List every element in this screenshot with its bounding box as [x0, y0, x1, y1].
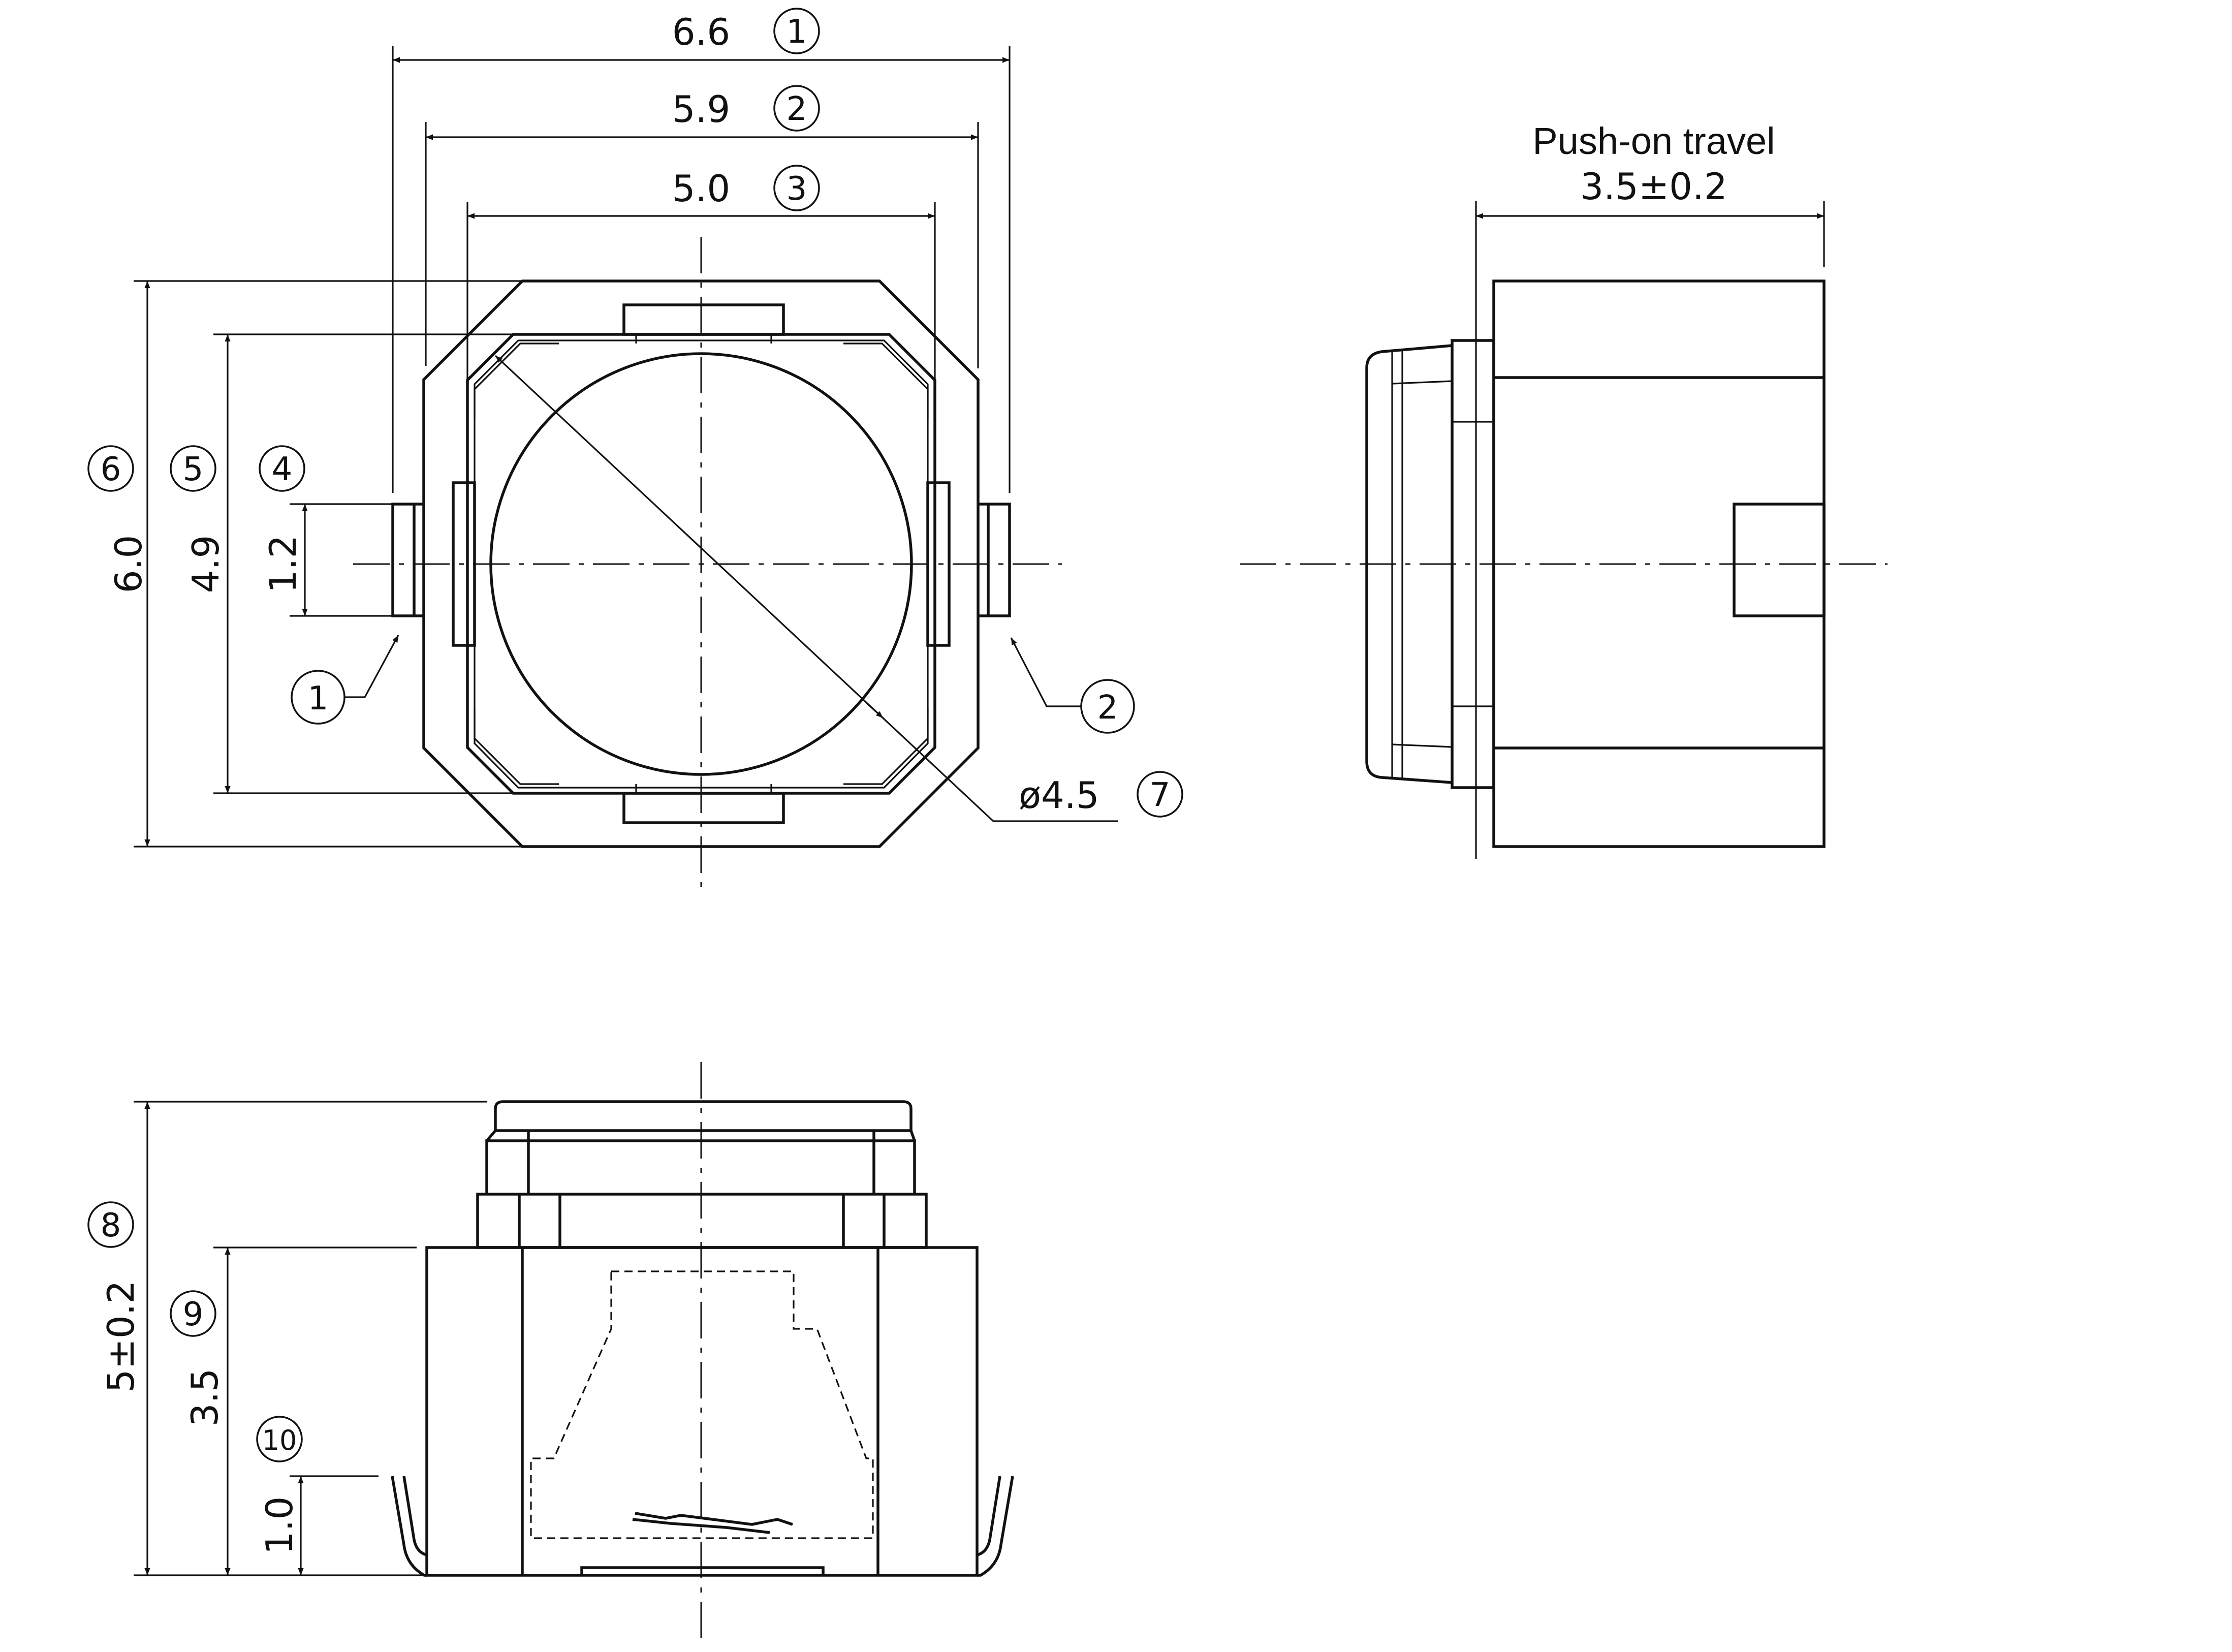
- corner-bracket: [474, 708, 559, 785]
- diameter-leader: [494, 355, 994, 822]
- push-on-travel-value: 3.5±0.2: [1580, 165, 1727, 208]
- terminal-label-2: 2: [1097, 689, 1118, 727]
- callout-4: 4: [272, 451, 293, 488]
- dim-4-9: 4.9: [184, 535, 227, 594]
- corner-bracket: [843, 708, 929, 785]
- right-side-view: Push-on travel 3.5±0.2: [1240, 120, 1888, 859]
- terminal-2: [987, 503, 1011, 617]
- dim-3-5: 3.5: [183, 1368, 226, 1427]
- dim-1-2: 1.2: [262, 535, 304, 594]
- front-internal-hidden: [530, 1270, 874, 1539]
- callout-7: 7: [1150, 776, 1171, 814]
- callout-1: 1: [787, 13, 807, 51]
- front-base-step: [580, 1566, 825, 1575]
- callout-3: 3: [787, 170, 807, 208]
- top-view-bottom-tab: [622, 792, 785, 824]
- callout-10: 10: [262, 1424, 297, 1456]
- dim-1-0: 1.0: [258, 1497, 301, 1555]
- front-left-terminal: [391, 1476, 427, 1577]
- top-view-top-tab: [622, 303, 785, 336]
- front-view: [391, 1062, 1014, 1646]
- callout-2: 2: [787, 90, 807, 128]
- front-upper-frame: [476, 1193, 928, 1249]
- dim-5-9: 5.9: [672, 88, 731, 131]
- dim-5-pm-0-2: 5±0.2: [100, 1281, 142, 1393]
- front-right-terminal: [977, 1476, 1014, 1577]
- dim-diameter: ø4.5: [1019, 774, 1099, 817]
- front-plunger-top: [494, 1100, 913, 1132]
- corner-bracket: [474, 342, 559, 419]
- callout-9: 9: [183, 1296, 204, 1333]
- dim-6-6: 6.6: [672, 11, 731, 53]
- top-view-outer-body: [422, 279, 980, 848]
- terminal-1: [391, 503, 416, 617]
- callout-8: 8: [101, 1207, 121, 1244]
- push-on-travel-title: Push-on travel: [1532, 120, 1775, 162]
- callout-5: 5: [183, 451, 204, 488]
- side-terminal: [1733, 503, 1826, 617]
- dim-5-0: 5.0: [672, 167, 731, 210]
- top-view: [353, 237, 1118, 889]
- terminal-label-1: 1: [308, 680, 329, 718]
- callout-6: 6: [101, 451, 121, 488]
- top-view-inner-frame: [466, 333, 936, 795]
- top-view-dimensions: 6.6 5.9 5.0 6.0 4.9 1.2 ø4.5 1 2 3 4 5 6…: [87, 8, 1183, 848]
- front-view-dimensions: 5±0.2 3.5 1.0 8 9 10: [87, 1101, 487, 1576]
- dim-6-0: 6.0: [107, 535, 150, 594]
- corner-bracket: [843, 342, 929, 419]
- front-plunger-lower: [485, 1139, 916, 1194]
